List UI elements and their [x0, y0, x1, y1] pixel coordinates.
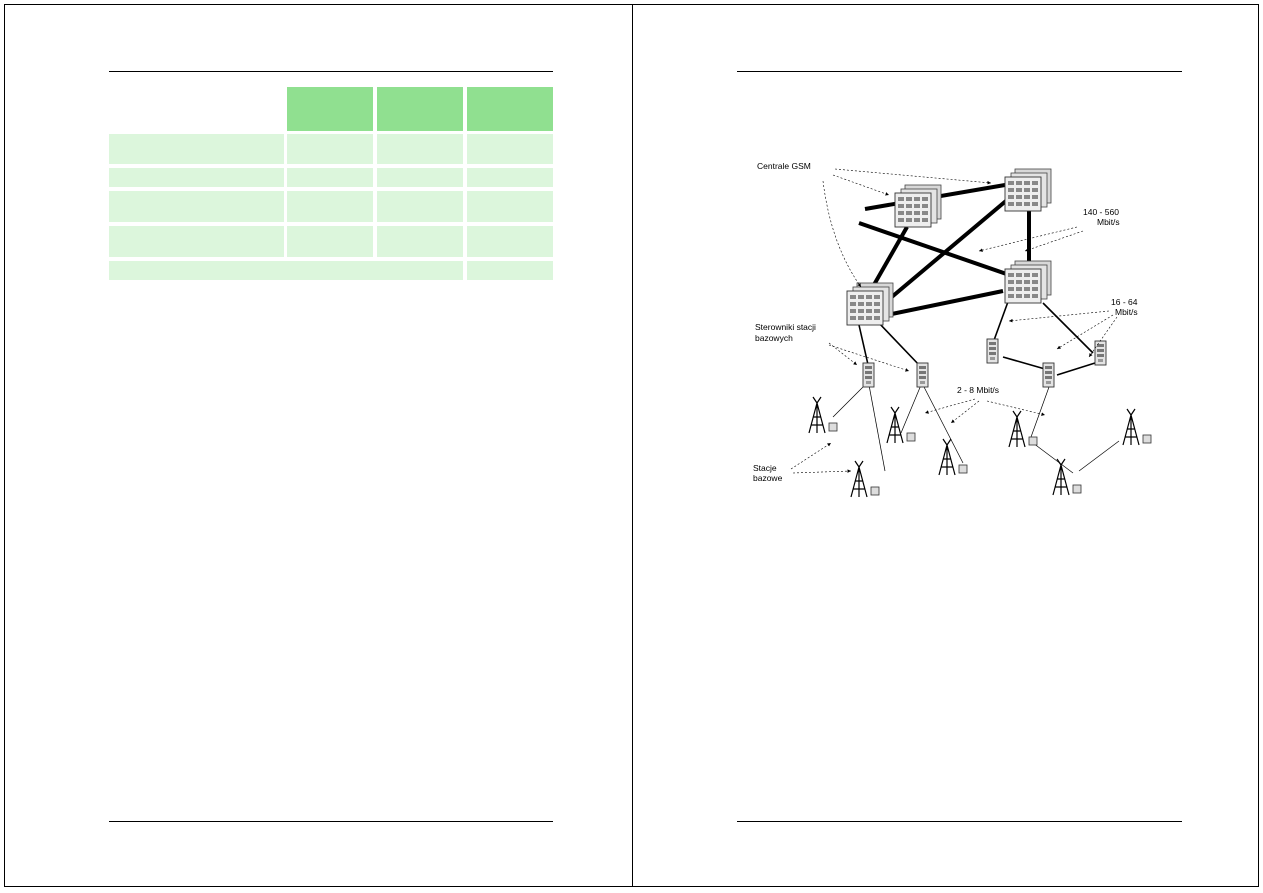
- base-station-controller: [1094, 340, 1107, 366]
- table-cell: [287, 226, 373, 257]
- table-cell: [287, 134, 373, 164]
- right-page: Centrale GSM 140 - 560 Mbit/s 16 - 64 Mb…: [632, 4, 1259, 887]
- bsc-links: [858, 298, 1096, 376]
- base-station-controller: [916, 362, 929, 388]
- table-cell: [467, 168, 553, 187]
- base-station: [886, 406, 916, 444]
- table-cell: [377, 168, 463, 187]
- label-bsc-unit: Mbit/s: [1115, 307, 1138, 317]
- gsm-switch: [1004, 260, 1052, 304]
- base-station-controller: [862, 362, 875, 388]
- base-station: [1008, 410, 1038, 448]
- footer-span-cell: [109, 261, 463, 280]
- row-label-cell: [109, 226, 284, 257]
- base-station: [850, 460, 880, 498]
- base-station: [1052, 458, 1082, 496]
- label-base-stations: Stacje: [753, 463, 777, 473]
- footer-cell: [467, 261, 553, 280]
- gsm-network-diagram: Centrale GSM 140 - 560 Mbit/s 16 - 64 Mb…: [753, 161, 1152, 498]
- table-cell: [287, 191, 373, 222]
- base-station-controller: [1042, 362, 1055, 388]
- table-cell: [377, 191, 463, 222]
- header-cell: [377, 87, 463, 131]
- label-bts-rate: 2 - 8 Mbit/s: [957, 385, 999, 395]
- table-cell: [287, 168, 373, 187]
- table-cell: [377, 226, 463, 257]
- row-label-cell: [109, 134, 284, 164]
- backbone-links: [858, 183, 1031, 317]
- table-cell: [377, 134, 463, 164]
- label-gsm-switches: Centrale GSM: [757, 161, 811, 171]
- label-bsc-rate: 16 - 64: [1111, 297, 1138, 307]
- top-rule: [737, 71, 1182, 72]
- bottom-rule: [737, 821, 1182, 822]
- row-label-cell: [109, 191, 284, 222]
- label-controllers-2: bazowych: [755, 333, 793, 343]
- table-cell: [467, 191, 553, 222]
- label-controllers: Sterowniki stacji: [755, 322, 816, 332]
- gsm-switch: [894, 184, 942, 228]
- gsm-switch: [846, 282, 894, 326]
- base-station: [938, 438, 968, 476]
- bts-links: [832, 384, 1120, 474]
- gsm-switch: [1004, 168, 1052, 212]
- top-rule: [109, 71, 553, 72]
- base-station-controller: [986, 338, 999, 364]
- label-backbone-unit: Mbit/s: [1097, 217, 1120, 227]
- base-station: [808, 396, 838, 434]
- table-cell: [467, 226, 553, 257]
- annotation-arrows: [790, 168, 1118, 474]
- row-label-cell: [109, 168, 284, 187]
- bottom-rule: [109, 821, 553, 822]
- label-backbone-rate: 140 - 560: [1083, 207, 1119, 217]
- header-cell: [467, 87, 553, 131]
- header-cell: [287, 87, 373, 131]
- table-cell: [467, 134, 553, 164]
- label-base-stations-2: bazowe: [753, 473, 783, 483]
- left-page: [4, 4, 632, 887]
- base-station: [1122, 408, 1152, 446]
